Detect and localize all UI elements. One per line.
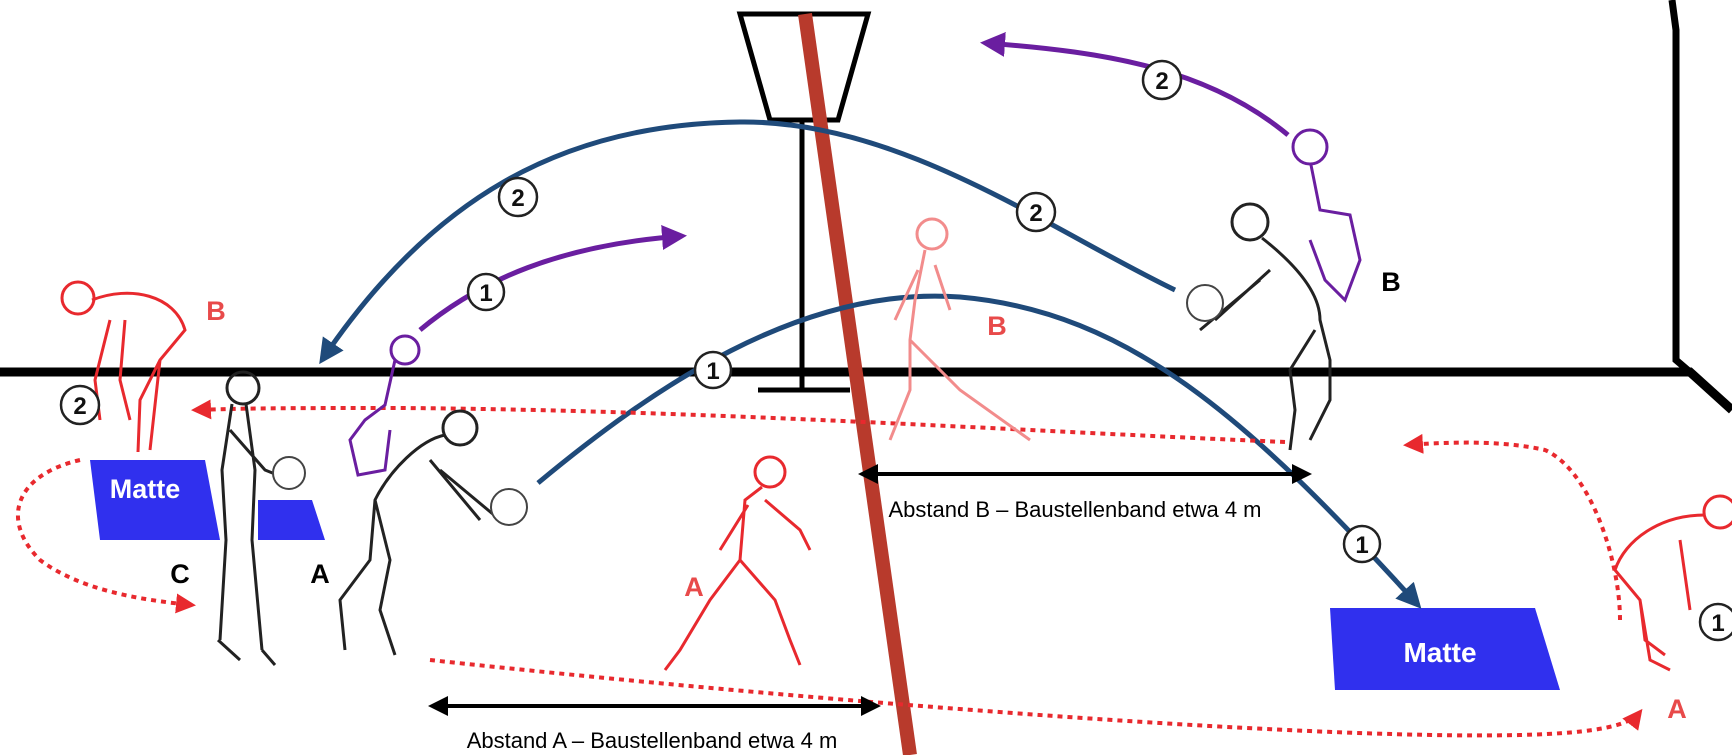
run-path-left-loop (15, 458, 196, 614)
ball-marker-2-blue-right: 2 (1015, 191, 1057, 233)
ball-marker-2-blue-left: 2 (497, 176, 539, 218)
ball-marker-1-blue-left: 1 (693, 350, 733, 390)
ball-markers: 1 1 1 1 2 2 2 2 (59, 59, 1732, 642)
svg-text:2: 2 (73, 393, 86, 420)
label-left-a: A (310, 559, 330, 589)
blue-pass-path-1 (536, 293, 1422, 609)
svg-text:1: 1 (479, 280, 492, 307)
svg-text:1: 1 (1355, 532, 1368, 559)
player-red-b-left (60, 280, 187, 453)
purple-throw-path-1 (418, 225, 687, 332)
label-right-a: A (1667, 694, 1687, 724)
volleyball-icon (1291, 128, 1329, 166)
run-path-right-loop (1403, 433, 1622, 621)
blue-pass-path-2 (319, 119, 1177, 365)
svg-text:2: 2 (1029, 200, 1042, 227)
volleyball-icon (490, 488, 528, 526)
volleyballs (272, 128, 1329, 526)
svg-text:2: 2 (1155, 68, 1168, 95)
volleyball-icon (389, 334, 421, 366)
player-red-a-right (1613, 494, 1732, 672)
svg-text:1: 1 (706, 358, 719, 385)
run-path-top (191, 399, 1286, 444)
volleyball-icon (1186, 284, 1224, 322)
player-red-b-mid (888, 217, 1031, 442)
ball-marker-2-left-player: 2 (59, 384, 101, 426)
floor-line (0, 0, 1732, 414)
construction-tape (798, 13, 917, 755)
player-purple-left (348, 359, 397, 477)
svg-text:1: 1 (1711, 610, 1724, 637)
mat-right-label: Matte (1403, 637, 1476, 668)
ball-marker-1-right-player: 1 (1698, 602, 1732, 642)
label-left-c: C (170, 559, 190, 589)
basketball-hoop (736, 11, 872, 393)
mat-left: Matte (90, 460, 325, 540)
player-black-b-right (1199, 202, 1332, 451)
distance-b-caption: Abstand B – Baustellenband etwa 4 m (888, 497, 1261, 522)
ball-marker-1-purple: 1 (466, 272, 506, 312)
ball-marker-2-purple: 2 (1141, 59, 1183, 101)
player-purple-right (1308, 159, 1362, 303)
mat-right: Matte (1330, 608, 1560, 690)
label-right-b: B (1381, 267, 1401, 297)
mat-left-label: Matte (110, 474, 181, 504)
ball-marker-1-blue-right: 1 (1342, 524, 1382, 564)
player-red-a-mid (663, 455, 812, 671)
label-mid-b: B (987, 311, 1007, 341)
distance-a-caption: Abstand A – Baustellenband etwa 4 m (467, 728, 838, 753)
purple-throw-path-2 (980, 31, 1290, 137)
player-black-a (338, 409, 501, 656)
running-paths (15, 399, 1643, 738)
run-path-bottom (429, 658, 1643, 738)
svg-text:2: 2 (511, 185, 524, 212)
player-black-c (216, 370, 291, 666)
volleyball-icon (272, 456, 306, 490)
label-left-b: B (206, 296, 226, 326)
label-mid-a: A (684, 572, 704, 602)
